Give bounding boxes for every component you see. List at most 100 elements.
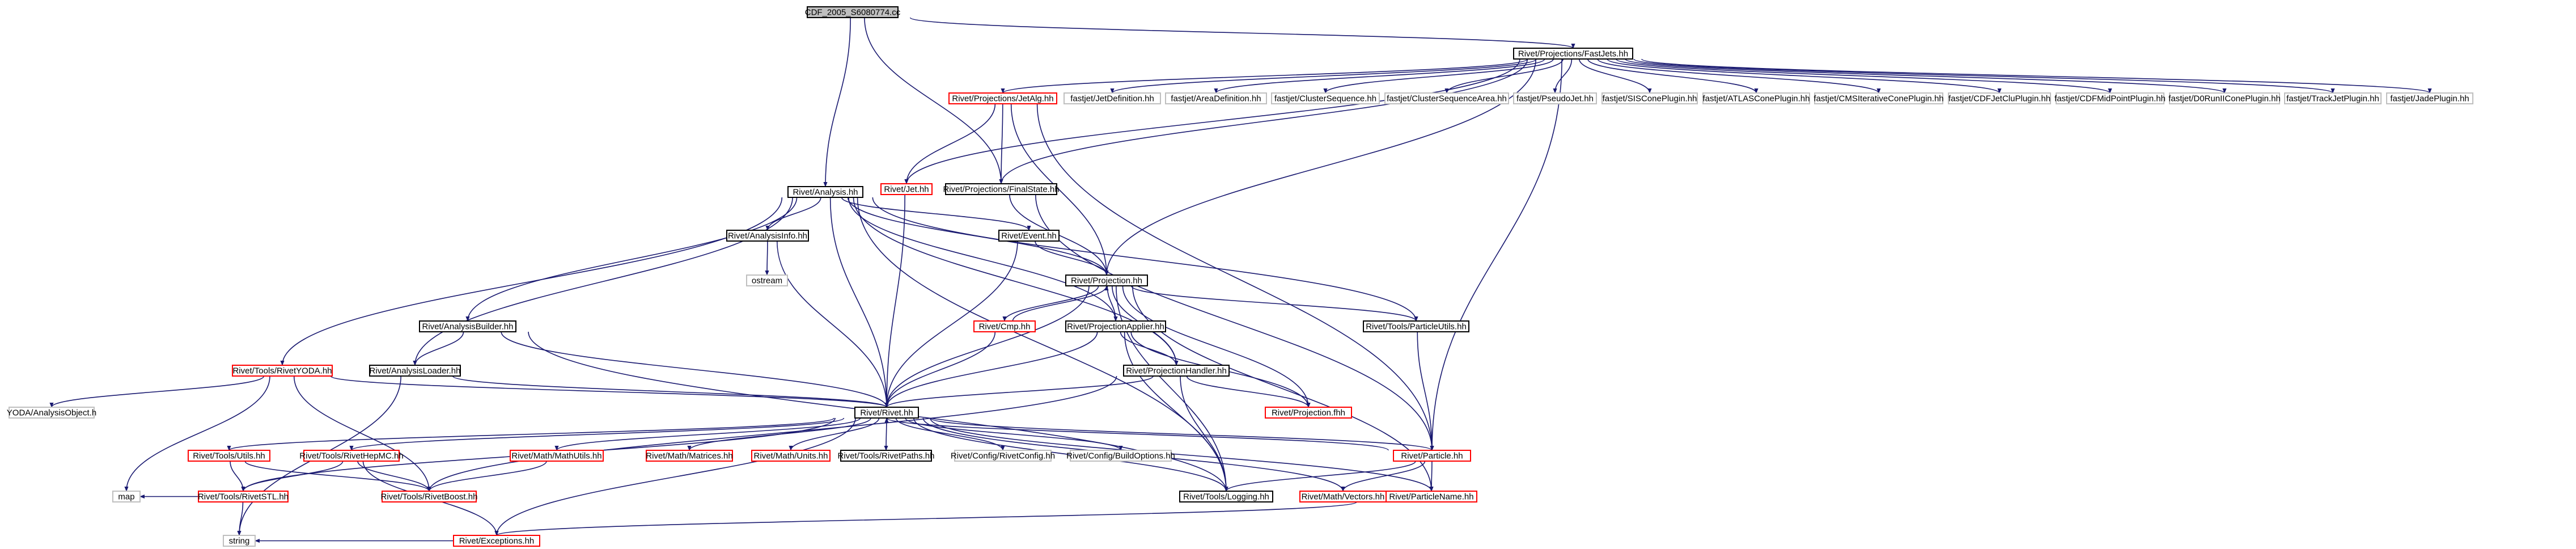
edge-fastjets-to-jet	[904, 58, 1520, 184]
node-analysisloader[interactable]: Rivet/AnalysisLoader.hh	[369, 365, 461, 377]
node-trackjet[interactable]: fastjet/TrackJetPlugin.hh	[2284, 92, 2382, 104]
edge-fastjets-to-siscone	[1579, 58, 1652, 94]
node-particleutils[interactable]: Rivet/Tools/ParticleUtils.hh	[1363, 320, 1469, 332]
node-clusterseq[interactable]: fastjet/ClusterSequence.hh	[1271, 92, 1380, 104]
edge-projection-to-projfhh	[1122, 285, 1311, 408]
node-analysisbuilder[interactable]: Rivet/AnalysisBuilder.hh	[419, 320, 516, 332]
node-string[interactable]: string	[223, 535, 256, 547]
node-label-atlascone: fastjet/ATLASConePlugin.hh	[1702, 94, 1810, 104]
node-mathutils[interactable]: Rivet/Math/MathUtils.hh	[510, 450, 604, 462]
edge-analysis-to-rivetyoda	[280, 197, 783, 366]
edge-particle-to-vectors	[1341, 461, 1426, 492]
node-box-analysisinfo	[726, 230, 809, 242]
node-rivetyoda[interactable]: Rivet/Tools/RivetYODA.hh	[232, 365, 333, 377]
edge-cmp-to-projection	[1012, 285, 1109, 322]
node-label-jet: Rivet/Jet.hh	[884, 185, 929, 195]
node-clusterseqarea[interactable]: fastjet/ClusterSequenceArea.hh	[1384, 92, 1509, 104]
node-projfhh[interactable]: Rivet/Projection.fhh	[1265, 407, 1352, 419]
edge-projhandler-to-logging	[1180, 375, 1228, 492]
node-siscone[interactable]: fastjet/SISConePlugin.hh	[1601, 92, 1698, 104]
node-label-rivetstl: Rivet/Tools/RivetSTL.hh	[198, 492, 289, 502]
edge-rivetstl-to-string	[237, 501, 244, 536]
edge-utils-to-rivetboost	[244, 461, 431, 492]
node-box-logging	[1179, 491, 1273, 502]
node-map[interactable]: map	[112, 491, 141, 502]
edge-rivetyoda-to-rivetboost	[293, 375, 431, 492]
node-units[interactable]: Rivet/Math/Units.hh	[751, 450, 831, 462]
node-jetdef[interactable]: fastjet/JetDefinition.hh	[1064, 92, 1161, 104]
node-rivetboost[interactable]: Rivet/Tools/RivetBoost.hh	[381, 491, 478, 502]
node-box-cmsiter	[1814, 92, 1943, 104]
node-event[interactable]: Rivet/Event.hh	[998, 230, 1060, 242]
node-label-utils: Rivet/Tools/Utils.hh	[193, 451, 265, 461]
node-box-cdfmidpoint	[2056, 92, 2164, 104]
node-box-clusterseq	[1271, 92, 1380, 104]
edge-jetalg-to-jet	[904, 103, 996, 184]
node-box-fastjets	[1513, 48, 1633, 60]
node-rivethepmc[interactable]: Rivet/Tools/RivetHepMC.hh	[299, 450, 404, 462]
node-label-exceptions: Rivet/Exceptions.hh	[459, 537, 535, 546]
node-box-map	[112, 491, 141, 502]
node-yodaobj[interactable]: YODA/AnalysisObject.h	[7, 407, 96, 419]
node-label-cdfmidpoint: fastjet/CDFMidPointPlugin.hh	[2054, 94, 2166, 104]
edge-rivet-to-particle	[930, 417, 1434, 451]
edge-analysis-to-projapplier	[848, 197, 1118, 322]
node-projection[interactable]: Rivet/Projection.hh	[1065, 274, 1148, 286]
node-jade[interactable]: fastjet/JadePlugin.hh	[2386, 92, 2473, 104]
node-particlename[interactable]: Rivet/ParticleName.hh	[1386, 491, 1477, 502]
node-d0run[interactable]: fastjet/D0RunIIConePlugin.hh	[2168, 92, 2281, 104]
edge-fastjets-to-jade	[1641, 58, 2432, 94]
node-matrices[interactable]: Rivet/Math/Matrices.hh	[646, 450, 733, 462]
edge-analysisbuilder-to-rivet	[501, 331, 889, 408]
node-label-clusterseqarea: fastjet/ClusterSequenceArea.hh	[1387, 94, 1507, 104]
node-cdfmidpoint[interactable]: fastjet/CDFMidPointPlugin.hh	[2054, 92, 2166, 104]
node-cmp[interactable]: Rivet/Cmp.hh	[973, 320, 1036, 332]
node-label-cmsiter: fastjet/CMSIterativeConePlugin.hh	[1814, 94, 1943, 104]
node-rivetconfig[interactable]: Rivet/Config/RivetConfig.hh	[951, 450, 1055, 462]
node-label-matrices: Rivet/Math/Matrices.hh	[646, 451, 732, 461]
node-label-logging: Rivet/Tools/Logging.hh	[1183, 492, 1269, 502]
edge-projection-to-cmp	[1002, 285, 1099, 322]
node-areadef[interactable]: fastjet/AreaDefinition.hh	[1165, 92, 1267, 104]
node-projapplier[interactable]: Rivet/ProjectionApplier.hh	[1065, 320, 1166, 332]
node-vectors[interactable]: Rivet/Math/Vectors.hh	[1299, 491, 1387, 502]
node-rivet[interactable]: Rivet/Rivet.hh	[854, 407, 919, 419]
node-buildoptions[interactable]: Rivet/Config/BuildOptions.hh	[1066, 450, 1175, 462]
edge-rivet-to-utils	[227, 417, 834, 451]
node-analysisinfo[interactable]: Rivet/AnalysisInfo.hh	[726, 230, 809, 242]
node-ostream[interactable]: ostream	[746, 274, 788, 286]
node-exceptions[interactable]: Rivet/Exceptions.hh	[453, 535, 540, 547]
edge-rivet-to-exceptions	[494, 417, 856, 536]
node-label-projhandler: Rivet/ProjectionHandler.hh	[1126, 366, 1227, 376]
edge-projection-to-particleutils	[1130, 285, 1418, 322]
node-finalstate[interactable]: Rivet/Projections/FinalState.hh	[943, 183, 1060, 195]
node-root: CDF_2005_S6080774.cc	[805, 6, 901, 18]
node-cmsiter[interactable]: fastjet/CMSIterativeConePlugin.hh	[1814, 92, 1944, 104]
node-analysis[interactable]: Rivet/Analysis.hh	[787, 186, 863, 198]
node-atlascone[interactable]: fastjet/ATLASConePlugin.hh	[1702, 92, 1810, 104]
node-projhandler[interactable]: Rivet/ProjectionHandler.hh	[1123, 365, 1230, 377]
node-cdfjetclu[interactable]: fastjet/CDFJetCluPlugin.hh	[1948, 92, 2051, 104]
node-particle[interactable]: Rivet/Particle.hh	[1393, 450, 1471, 462]
node-jetalg[interactable]: Rivet/Projections/JetAlg.hh	[948, 92, 1057, 104]
node-rivetpaths[interactable]: Rivet/Tools/RivetPaths.hh	[838, 450, 935, 462]
edge-fastjets-to-cdfjetclu	[1607, 58, 2002, 94]
edge-analysis-to-analysisinfo	[765, 197, 821, 231]
node-pseudojet[interactable]: fastjet/PseudoJet.hh	[1513, 92, 1597, 104]
node-logging[interactable]: Rivet/Tools/Logging.hh	[1179, 491, 1273, 502]
node-jet[interactable]: Rivet/Jet.hh	[880, 183, 933, 195]
node-rivetstl[interactable]: Rivet/Tools/RivetSTL.hh	[198, 491, 289, 502]
edge-fastjets-to-d0run	[1625, 58, 2227, 94]
node-box-atlascone	[1702, 92, 1810, 104]
node-utils[interactable]: Rivet/Tools/Utils.hh	[188, 450, 270, 462]
node-box-particleutils	[1363, 320, 1469, 332]
node-box-mathutils	[510, 450, 604, 462]
node-box-jetdef	[1064, 92, 1161, 104]
edge-analysis-to-event	[841, 197, 1031, 231]
edge-rivethepmc-to-rivetboost	[357, 461, 431, 492]
node-box-exceptions	[453, 535, 540, 547]
node-fastjets[interactable]: Rivet/Projections/FastJets.hh	[1513, 48, 1633, 60]
edge-root-to-analysis	[823, 17, 851, 187]
edge-fastjets-to-clusterseqarea	[1444, 58, 1564, 94]
edge-projhandler-to-rivetboost	[427, 375, 1117, 492]
